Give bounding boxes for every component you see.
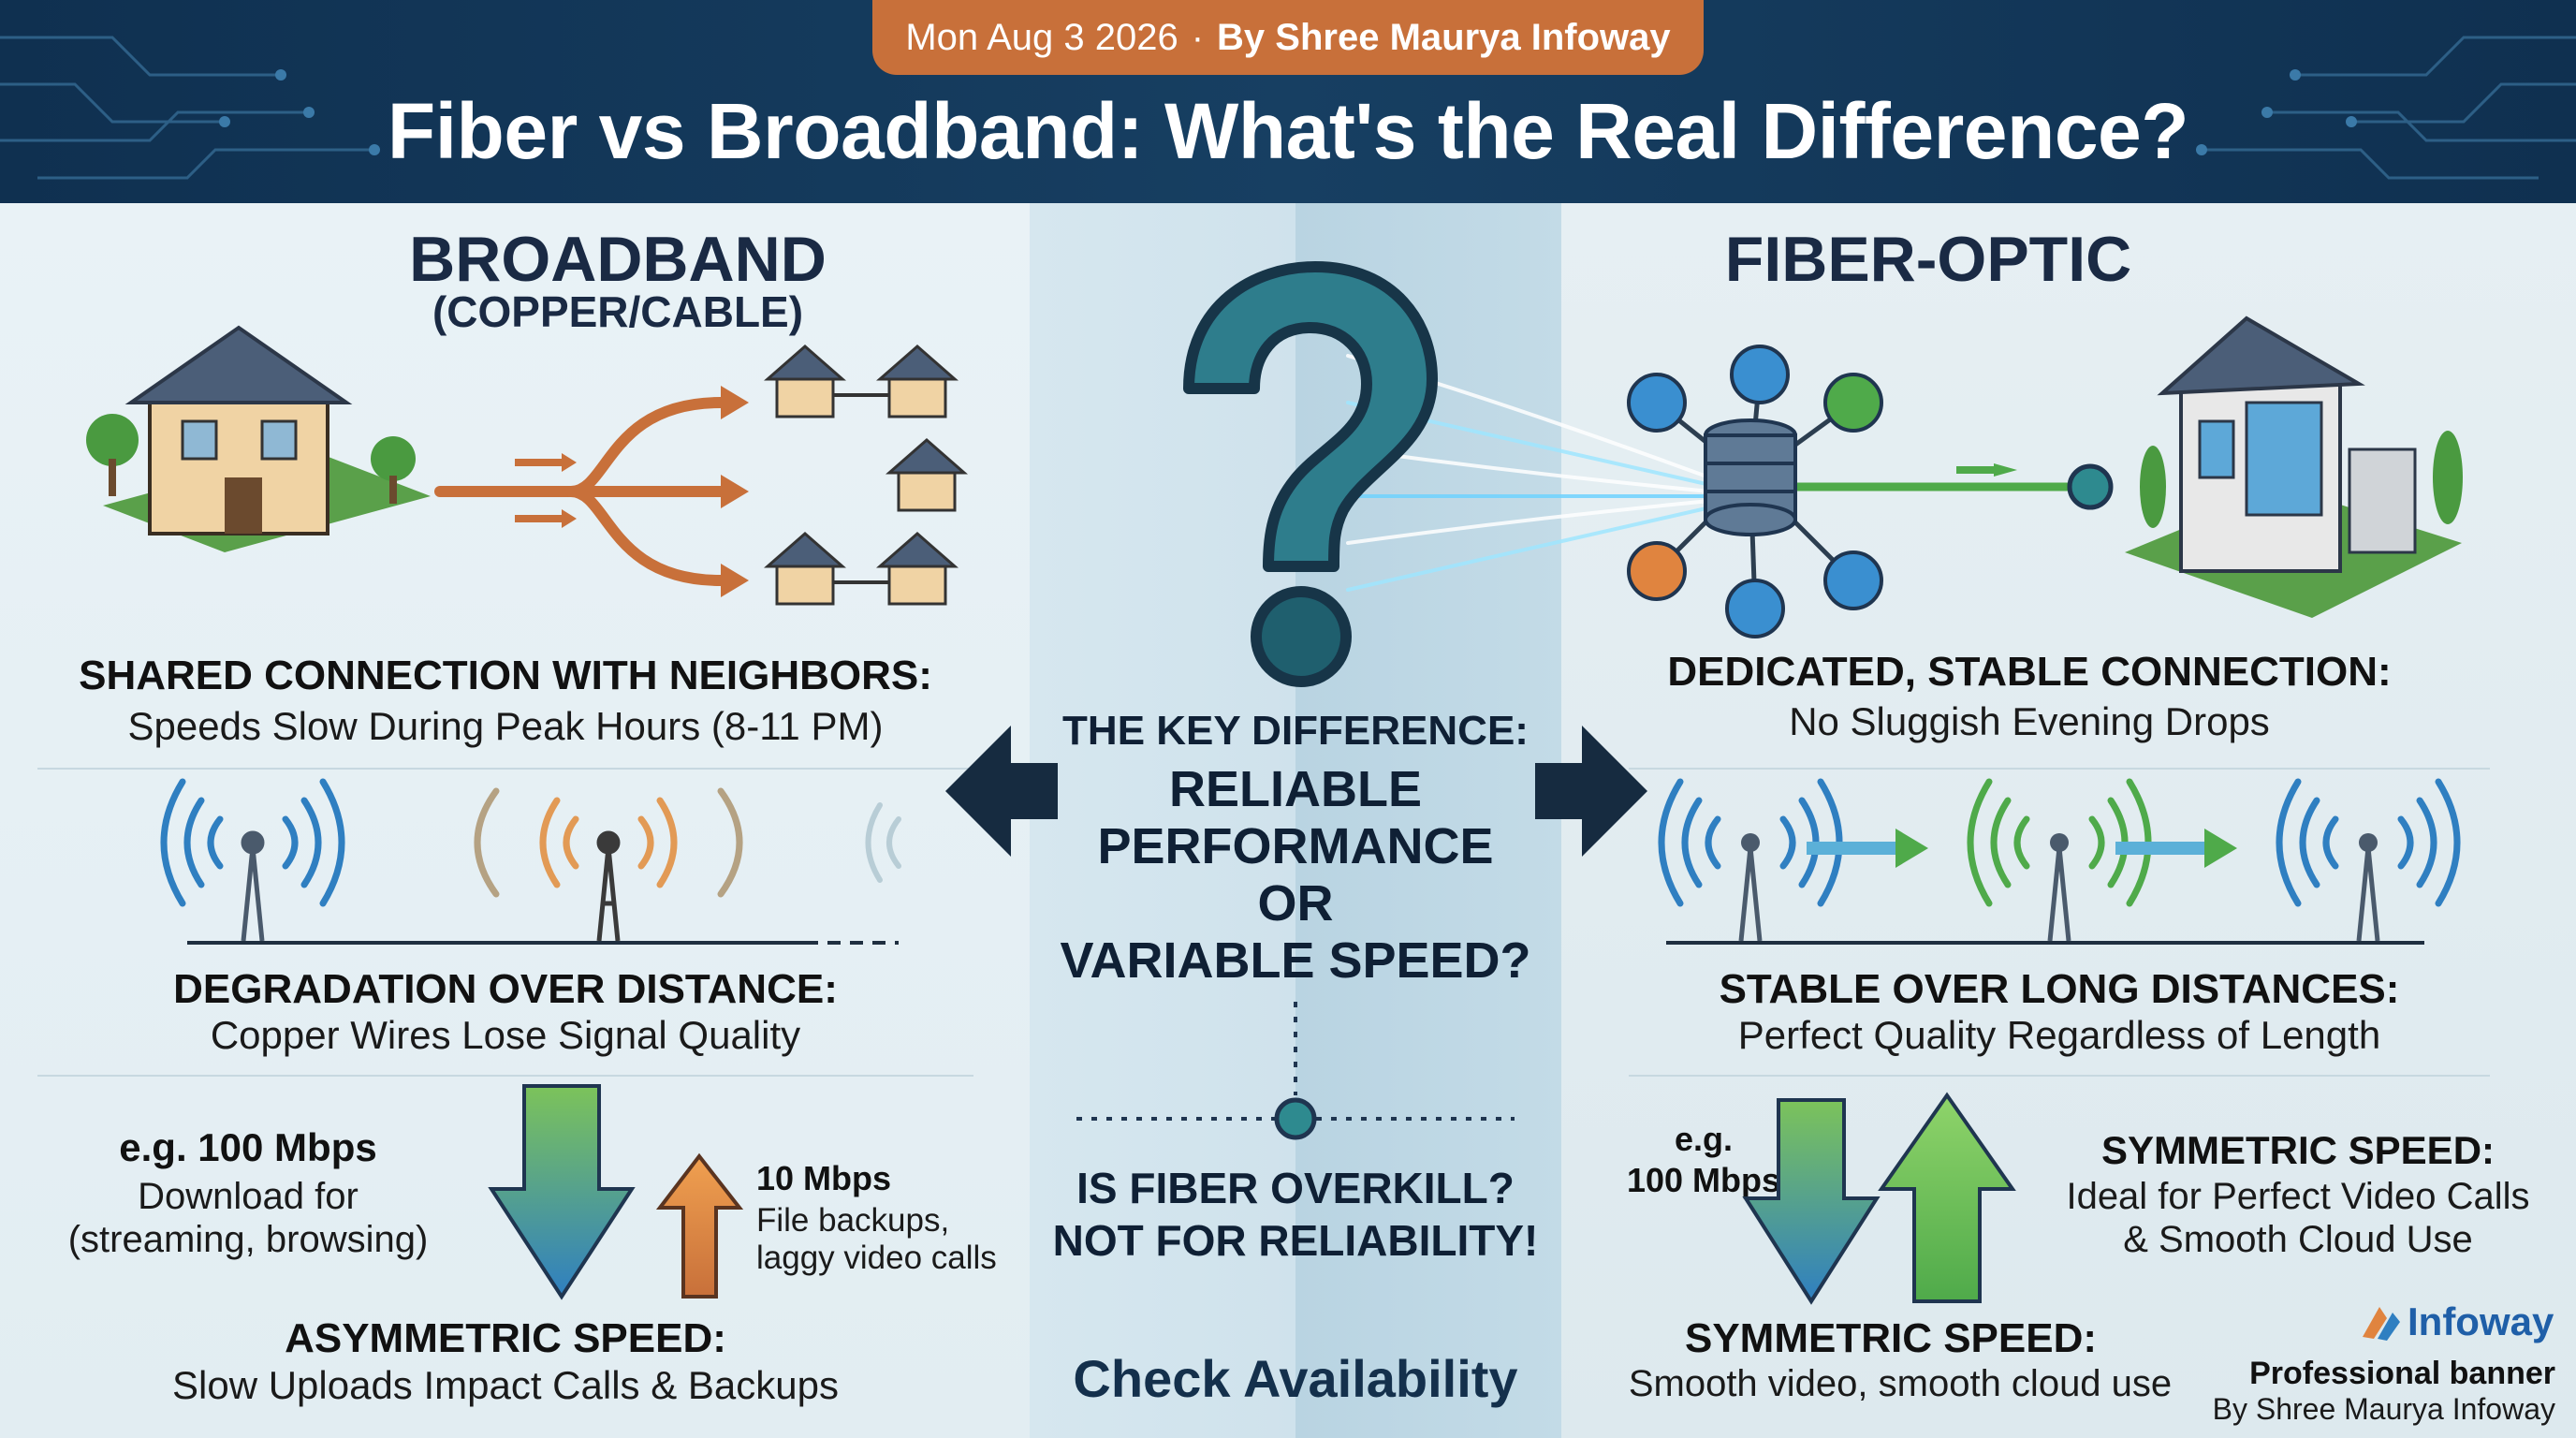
signal-towers-degrading [160, 778, 901, 945]
key-line-3: OR [1257, 875, 1334, 932]
modern-house-icon [2125, 315, 2463, 618]
infoway-logo-icon [2363, 1307, 2400, 1341]
divider [1629, 768, 2490, 770]
symmetric-speed-desc-2: & Smooth Cloud Use [2123, 1219, 2473, 1260]
upload-speed-value: 10 Mbps [756, 1159, 892, 1197]
symmetric-arrows [1742, 1092, 2016, 1305]
question-mark-icon [1183, 261, 1438, 687]
dedicated-connection-title: DEDICATED, STABLE CONNECTION: [1667, 649, 2392, 695]
upload-desc-line2: laggy video calls [756, 1240, 997, 1276]
circuit-decoration-left [0, 36, 380, 180]
brand-tagline: Professional banner [2249, 1356, 2555, 1391]
symmetric-speed-title: SYMMETRIC SPEED: [2100, 1128, 2496, 1172]
date-byline-pill: Mon Aug 3 2026 · By Shree Maurya Infoway [872, 0, 1704, 75]
neighbor-houses-icon [764, 345, 968, 606]
download-desc-line1: Download for [138, 1176, 359, 1217]
fiber-heading: FIBER-OPTIC [1724, 224, 2132, 295]
laptop-icon [1730, 345, 1790, 404]
signal-towers-stable [1658, 778, 2461, 945]
degradation-desc: Copper Wires Lose Signal Quality [210, 1013, 801, 1057]
copper-split-arrows [434, 397, 726, 586]
key-line-1: RELIABLE [1169, 761, 1422, 817]
overkill-question: IS FIBER OVERKILL? [1076, 1164, 1515, 1212]
broadband-subheading: (COPPER/CABLE) [432, 287, 804, 336]
circuit-decoration-right [2196, 36, 2576, 180]
shared-connection-illustration [86, 325, 968, 606]
upload-desc-line1: File backups, [756, 1202, 950, 1239]
fiber-speed-label-1: e.g. [1674, 1120, 1733, 1158]
fiber-panel [1561, 203, 2576, 1438]
lock-icon [1627, 541, 1687, 601]
upload-arrow-icon [1878, 1092, 2016, 1303]
symmetric-speed-bottom-desc: Smooth video, smooth cloud use [1628, 1363, 2173, 1404]
arrow-right-icon [1535, 726, 1647, 857]
center-panel [1030, 203, 1561, 1438]
key-line-2: PERFORMANCE [1097, 818, 1494, 874]
stable-distance-title: STABLE OVER LONG DISTANCES: [1719, 966, 2400, 1012]
center-connector [1076, 1002, 1515, 1140]
download-upload-arrows [488, 1084, 744, 1300]
post-author: By Shree Maurya Infoway [1217, 16, 1671, 58]
house-icon [86, 325, 431, 552]
download-speed-value: e.g. 100 Mbps [119, 1125, 377, 1169]
key-difference-label: THE KEY DIFFERENCE: [1062, 708, 1529, 754]
tower-icon [241, 830, 265, 942]
divider [37, 768, 973, 770]
stable-distance-desc: Perfect Quality Regardless of Length [1737, 1013, 2381, 1057]
divider [1629, 1075, 2490, 1077]
check-availability-link[interactable]: Check Availability [1073, 1349, 1518, 1408]
post-date: Mon Aug 3 2026 [905, 16, 1178, 58]
upload-arrow-icon [655, 1152, 744, 1299]
asymmetric-speed-desc: Slow Uploads Impact Calls & Backups [172, 1363, 839, 1407]
page-title: Fiber vs Broadband: What's the Real Diff… [387, 87, 2189, 175]
key-line-4: VARIABLE SPEED? [1060, 932, 1531, 989]
download-arrow-icon [1742, 1098, 1881, 1305]
download-desc-line2: (streaming, browsing) [67, 1219, 429, 1260]
wifi-icon [1627, 373, 1687, 433]
broadband-heading: BROADBAND [409, 224, 827, 295]
server-database-icon [1704, 418, 1797, 536]
tower-icon [596, 830, 621, 942]
fiber-speed-label-2: 100 Mbps [1626, 1161, 1781, 1199]
dedicated-connection-desc: No Sluggish Evening Drops [1789, 699, 2270, 743]
cloud-icon [1725, 579, 1785, 638]
separator-dot: · [1191, 16, 1205, 58]
asymmetric-speed-title: ASYMMETRIC SPEED: [285, 1315, 726, 1361]
overkill-answer: NOT FOR RELIABILITY! [1052, 1216, 1539, 1265]
gauge-icon [1823, 373, 1883, 433]
brand-byline: By Shree Maurya Infoway [2212, 1392, 2555, 1426]
download-icon [1823, 550, 1883, 610]
symmetric-speed-bottom-title: SYMMETRIC SPEED: [1684, 1315, 2098, 1361]
arrow-left-icon [945, 726, 1058, 857]
shared-connection-desc: Speeds Slow During Peak Hours (8-11 PM) [127, 704, 884, 748]
fiber-network-illustration [1627, 315, 2463, 638]
symmetric-speed-desc-1: Ideal for Perfect Video Calls [2066, 1176, 2530, 1217]
download-arrow-icon [488, 1084, 636, 1300]
shared-connection-title: SHARED CONNECTION WITH NEIGHBORS: [79, 653, 932, 698]
brand-name: Infoway [2408, 1299, 2554, 1343]
degradation-title: DEGRADATION OVER DISTANCE: [173, 966, 838, 1012]
divider [37, 1075, 973, 1077]
